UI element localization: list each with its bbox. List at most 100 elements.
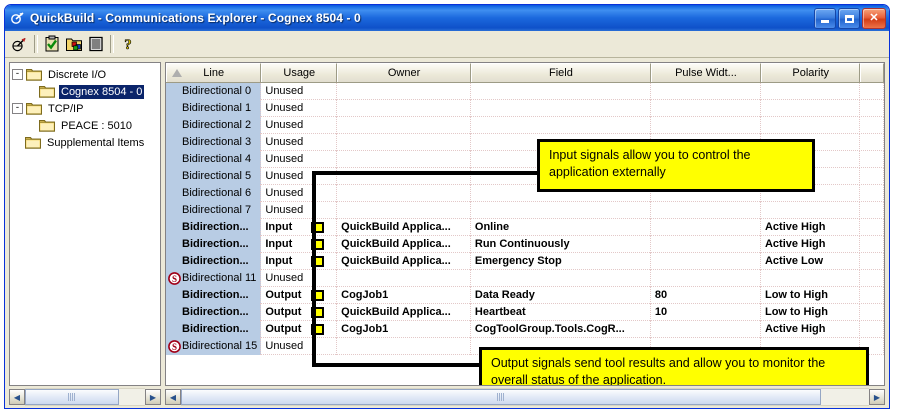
tree-item-peace-5010[interactable]: PEACE : 5010 (26, 117, 160, 134)
cell-icon-spacer (168, 187, 181, 200)
grid-header-label: Owner (387, 67, 421, 79)
cell-usage-label: Unused (265, 136, 304, 148)
cell-icon-spacer (168, 255, 181, 268)
grid-scroll-thumb[interactable] (181, 389, 821, 405)
grid-header-field[interactable]: Field (470, 63, 651, 82)
cell-blank (860, 116, 884, 134)
cell-blank (860, 201, 884, 219)
grid-scroll-right-button[interactable]: ▶ (869, 389, 885, 405)
cell-field (471, 201, 651, 219)
maximize-button[interactable] (838, 8, 860, 29)
grid-header-line[interactable]: Line (166, 63, 262, 82)
grid-header-usage[interactable]: Usage (261, 63, 338, 82)
tree-expander-icon[interactable]: - (12, 103, 23, 114)
table-row[interactable]: Bidirectional 3 Unused (166, 133, 884, 151)
cell-blank (860, 286, 884, 304)
cell-pulse-width: 80 (651, 286, 761, 304)
cell-usage: Output (261, 303, 338, 321)
cell-pulse-width (651, 82, 761, 100)
cell-owner (337, 116, 471, 134)
tree-item-supplemental-items[interactable]: Supplemental Items (12, 134, 160, 151)
cell-line-label: Bidirectional 5 (182, 170, 252, 182)
cell-field: Data Ready (471, 286, 651, 304)
cell-usage: Unused (261, 184, 338, 202)
cell-usage: Unused (261, 201, 338, 219)
cell-usage: Unused (261, 167, 338, 185)
cell-field (471, 269, 651, 287)
tree-expander-icon[interactable]: - (12, 69, 23, 80)
cell-owner: QuickBuild Applica... (337, 235, 471, 253)
table-row[interactable]: Bidirectional 5 Unused (166, 167, 884, 185)
window-controls: ✕ (814, 8, 886, 29)
grid-header-owner[interactable]: Owner (337, 63, 471, 82)
cell-field (471, 99, 651, 117)
cell-usage-label: Output (265, 289, 302, 301)
scroll-grip-icon-2 (497, 393, 505, 401)
help-icon[interactable]: ? (117, 33, 139, 55)
tree-scroll-trough[interactable] (25, 388, 145, 406)
cell-owner: QuickBuild Applica... (337, 218, 471, 236)
folder-icon (25, 136, 41, 149)
grid-scroll-left-button[interactable]: ◀ (165, 389, 181, 405)
cell-owner (337, 167, 471, 185)
cell-owner: CogJob1 (337, 286, 471, 304)
cell-owner (337, 99, 471, 117)
grid-header-blank[interactable] (860, 63, 884, 82)
grid-scroll-trough[interactable] (181, 388, 869, 406)
grid-horizontal-scrollbar[interactable]: ◀ ▶ (165, 388, 885, 406)
tree-scroll-right-button[interactable]: ▶ (145, 389, 161, 405)
tree-item-tcp-ip[interactable]: -TCP/IP (12, 100, 160, 117)
tree-item-label: PEACE : 5010 (61, 119, 132, 132)
cell-usage: Unused (261, 116, 338, 134)
cell-icon-spacer (168, 204, 181, 217)
cell-usage-label: Unused (265, 85, 304, 97)
cell-usage-label: Output (265, 306, 302, 318)
tree-item-cognex-8504-0[interactable]: Cognex 8504 - 0 (26, 83, 160, 100)
tree-scroll-left-button[interactable]: ◀ (9, 389, 25, 405)
list-view-icon[interactable] (85, 33, 107, 55)
blocked-icon: S (168, 339, 181, 353)
chain-bottom-branch (312, 363, 484, 367)
run-tool-icon[interactable] (9, 33, 31, 55)
title-bar[interactable]: QuickBuild - Communications Explorer - C… (5, 5, 889, 31)
grid-header-polarity[interactable]: Polarity (761, 63, 861, 82)
clipboard-check-icon[interactable] (41, 33, 63, 55)
table-row[interactable]: Bidirectional 6 Unused (166, 184, 884, 202)
tree-horizontal-scrollbar[interactable]: ◀ ▶ (9, 388, 161, 406)
cell-polarity (761, 167, 861, 185)
tree-scroll-thumb[interactable] (25, 389, 119, 405)
tree-item-discrete-i-o[interactable]: -Discrete I/O (12, 66, 160, 83)
cell-line-label: Bidirectional 3 (182, 136, 252, 148)
cell-owner: QuickBuild Applica... (337, 252, 471, 270)
grid-header-label: Pulse Widt... (675, 67, 737, 79)
close-button[interactable]: ✕ (862, 8, 886, 29)
cell-field (471, 167, 651, 185)
grid-header-pulse-widt[interactable]: Pulse Widt... (650, 63, 762, 82)
cell-line-label: Bidirectional 6 (182, 187, 252, 199)
cell-pulse-width (651, 320, 761, 338)
folder-icon (39, 85, 55, 98)
colors-folder-icon[interactable] (63, 33, 85, 55)
cell-polarity (761, 133, 861, 151)
cell-pulse-width (651, 184, 761, 202)
minimize-button[interactable] (814, 8, 836, 29)
svg-text:?: ? (124, 37, 132, 53)
